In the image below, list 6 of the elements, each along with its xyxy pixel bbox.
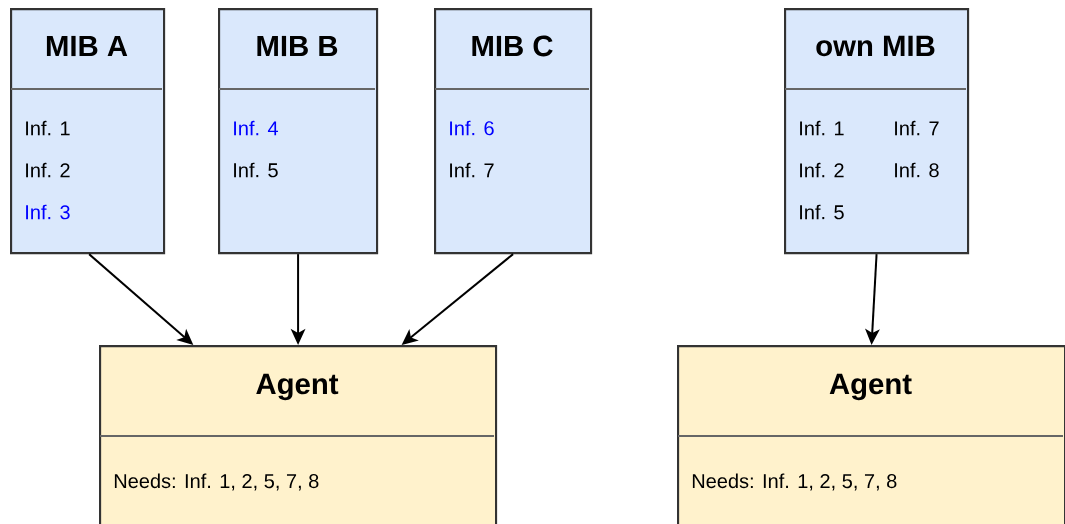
info-box: MIB A Inf. 1 Inf. 2 Inf. 3 (10, 8, 166, 255)
info-box: MIB C Inf. 6 Inf. 7 (434, 8, 593, 255)
info-box: Agent Needs: Inf. 1, 2, 5, 7, 8 (99, 345, 498, 524)
info-box: Agent Needs: Inf. 1, 2, 5, 7, 8 (677, 345, 1065, 524)
info-box: own MIB Inf. 1 Inf. 7 Inf. 2 Inf. 8 Inf. 5 (784, 8, 970, 255)
info-box: MIB B Inf. 4 Inf. 5 (218, 8, 379, 255)
